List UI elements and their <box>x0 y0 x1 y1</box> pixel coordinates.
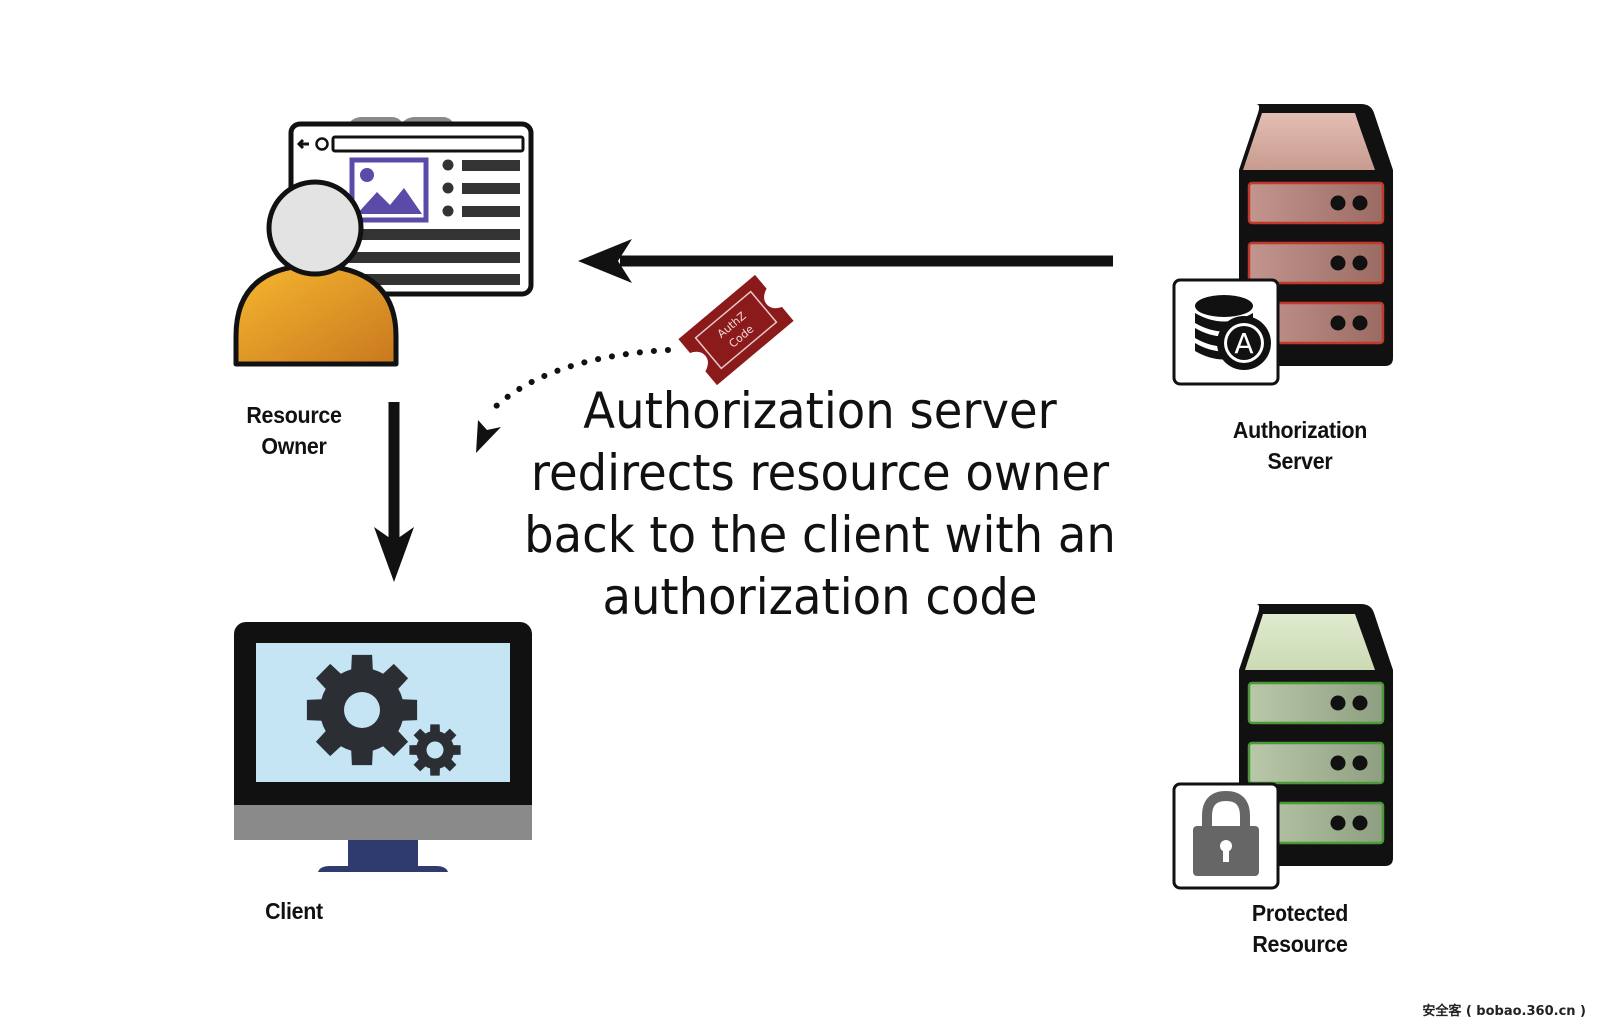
caption-line: authorization code <box>602 568 1038 626</box>
client-label-line-1: Client <box>265 898 323 924</box>
client-label: Client <box>220 896 369 927</box>
arrow-authorization-server-to-resource-owner <box>578 239 1113 283</box>
arrow-resource-owner-to-client <box>374 402 414 582</box>
gear-hole <box>344 692 380 728</box>
authorization-badge-icon: A <box>1172 278 1280 386</box>
gear-icon <box>409 724 461 776</box>
resource-owner-label-line-2: Owner <box>261 433 327 459</box>
gear-hole <box>426 741 444 759</box>
protected-resource-label-line-1: Protected <box>1251 900 1349 926</box>
authorization-server-label-line-1: Authorization <box>1232 417 1368 443</box>
protected-resource-label: Protected Resource <box>1207 898 1393 960</box>
authorization-server-label-line-2: Server <box>1267 448 1333 474</box>
caption-line: back to the client with an <box>524 506 1116 564</box>
dotted-arrow-code-to-client <box>476 347 671 453</box>
resource-owner-person-icon <box>233 179 399 367</box>
authorization-badge-letter: A <box>1234 327 1253 360</box>
gear-icon <box>306 654 418 766</box>
protected-resource-label-line-2: Resource <box>1252 931 1348 957</box>
resource-owner-label-line-1: Resource <box>246 402 342 428</box>
step-caption: Authorization server redirects resource … <box>495 380 1146 628</box>
resource-owner-label: Resource Owner <box>220 400 369 462</box>
authorization-server-label: Authorization Server <box>1207 415 1393 477</box>
authz-code-ticket-icon: AuthZ Code <box>678 274 794 386</box>
lock-badge-icon <box>1172 782 1280 890</box>
watermark: 安全客 ( bobao.360.cn ) <box>1422 1004 1586 1019</box>
client-monitor-icon <box>234 622 532 872</box>
caption-line: Authorization server <box>583 382 1057 440</box>
caption-line: redirects resource owner <box>530 444 1110 502</box>
